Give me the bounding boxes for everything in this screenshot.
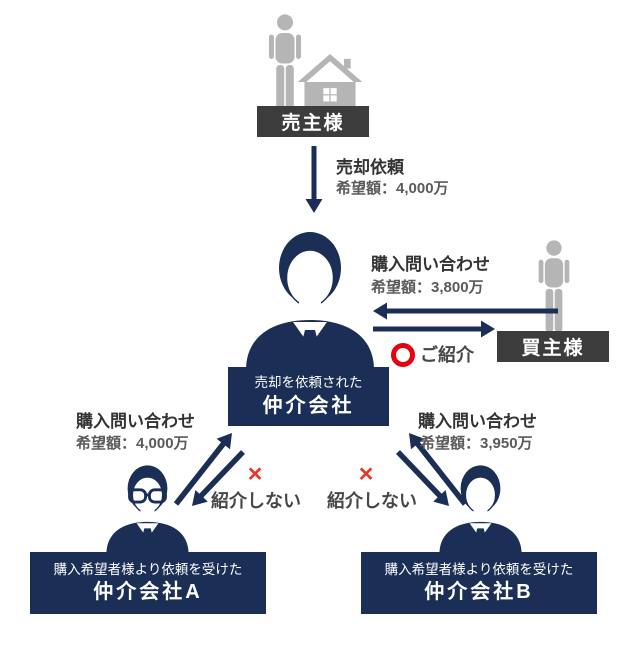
house-icon [297,54,363,110]
broker-a-no-referral: 紹介しない [211,491,301,511]
center-broker-line1: 売却を依頼された [254,375,363,391]
broker-a-inquiry-title: 購入問い合わせ [76,412,195,431]
broker-a-line1: 購入希望者様より依頼を受けた [53,561,243,577]
center-broker-label-box: 売却を依頼された 仲介会社 [228,367,389,426]
broker-b-line1: 購入希望者様より依頼を受けた [384,561,574,577]
referral-circle-icon [391,343,415,367]
glasses-icon [128,488,167,504]
arrow-referral [373,320,495,338]
buyer-label: 買主様 [521,338,585,359]
broker-b-line2: 仲介会社B [424,581,534,604]
broker-a-icon [106,465,189,554]
broker-b-no-referral: 紹介しない [327,491,417,511]
broker-a-line2: 仲介会社A [93,581,203,604]
broker-a-x-icon: × [247,460,263,488]
broker-b-icon [439,465,522,554]
arrow-sale-request [305,146,323,213]
broker-b-label-box: 購入希望者様より依頼を受けた 仲介会社B [361,552,597,614]
broker-b-x-icon: × [358,460,374,488]
broker-a-label-box: 購入希望者様より依頼を受けた 仲介会社A [30,552,266,614]
seller-label: 売主様 [281,113,345,134]
broker-a-inquiry-amount: 希望額：4,000万 [76,435,189,452]
center-broker-icon [246,232,374,370]
seller-label-box: 売主様 [257,106,369,137]
broker-b-inquiry-title: 購入問い合わせ [418,412,537,431]
arrow-buyer-inquiry [373,302,558,320]
buyer-inquiry-amount: 希望額：3,800万 [371,279,484,296]
sale-request-amount: 希望額：4,000万 [336,180,449,197]
buyer-label-box: 買主様 [497,331,609,362]
buyer-person-icon [538,240,570,332]
seller-person-icon [269,14,301,110]
buyer-inquiry-title: 購入問い合わせ [371,255,490,274]
broker-b-inquiry-amount: 希望額：3,950万 [420,435,533,452]
sale-request-title: 売却依頼 [336,158,404,177]
center-broker-line2: 仲介会社 [262,394,355,417]
referral-label: ご紹介 [420,345,474,365]
